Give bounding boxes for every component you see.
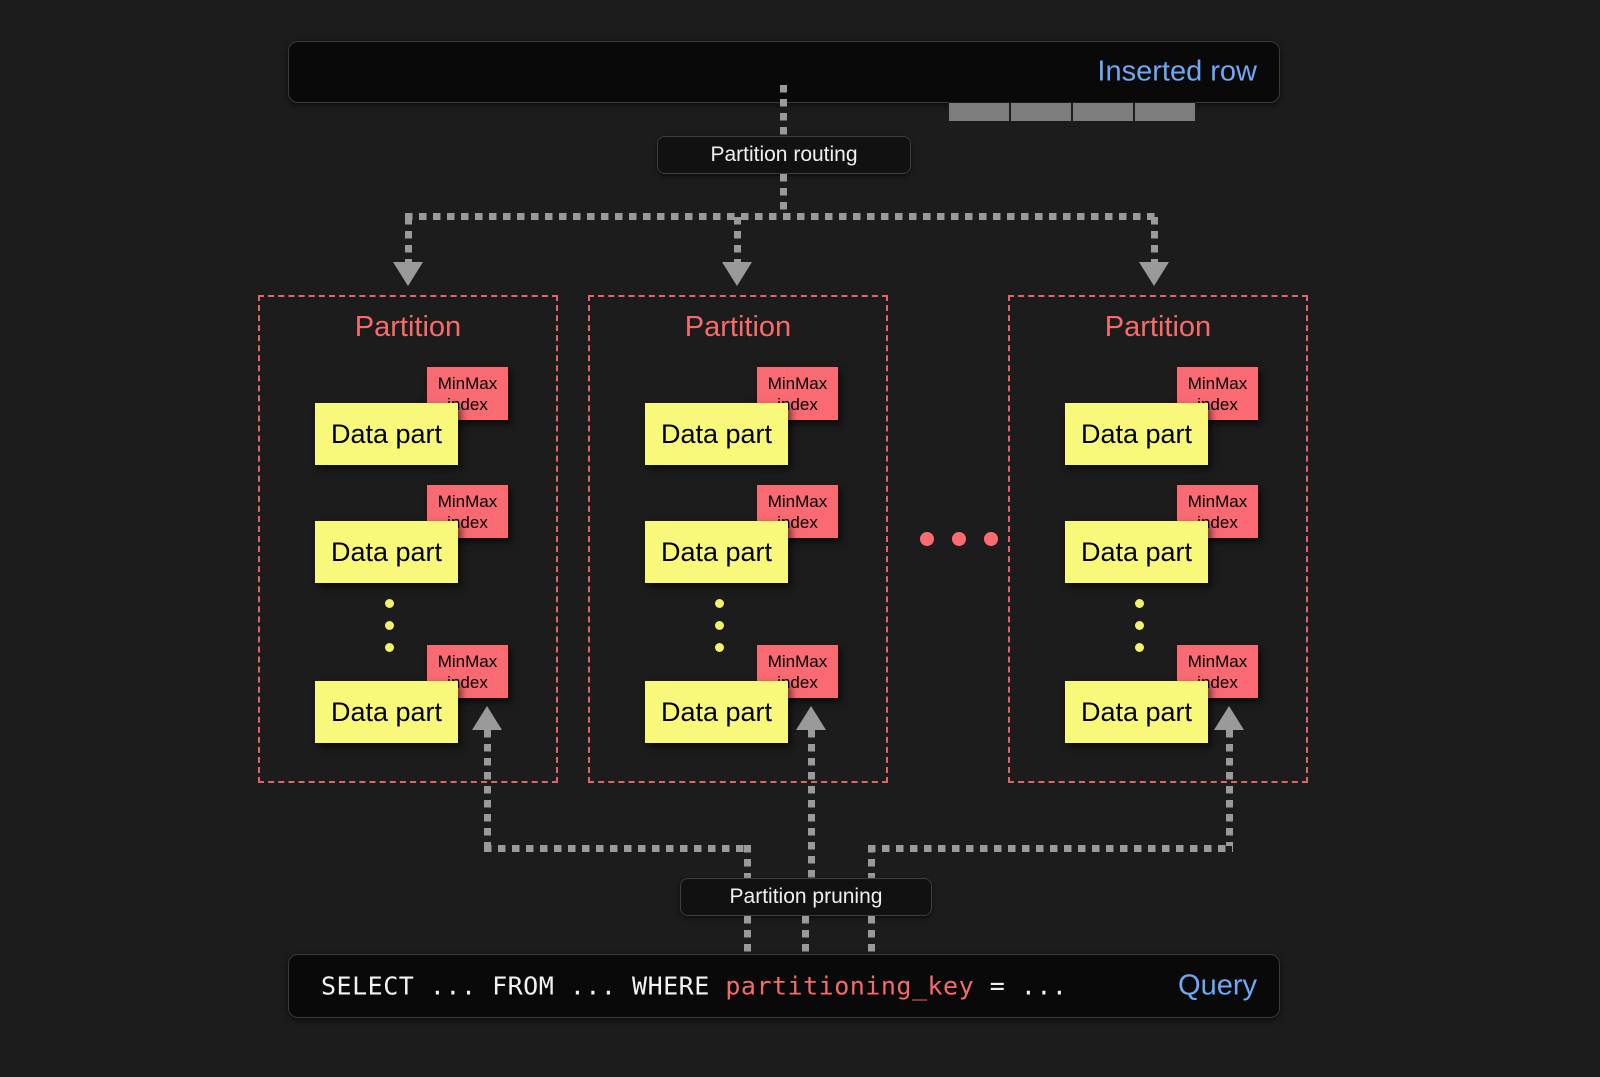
- connector-partition-1-up: [808, 730, 815, 878]
- connector-partition-2-bus: [868, 845, 1233, 852]
- data-part-box: Data part: [315, 681, 458, 743]
- data-part-box: Data part: [315, 403, 458, 465]
- connector-routing-branch-0: [405, 217, 412, 265]
- connector-partition-0-bus: [484, 845, 750, 852]
- data-part-group: MinMax index Data part: [315, 485, 530, 585]
- connector-bus-left-drop: [744, 845, 751, 878]
- partition-title: Partition: [1104, 311, 1212, 343]
- connector-routing-down: [780, 174, 787, 214]
- connector-partition-0-up: [484, 730, 491, 846]
- data-part-box: Data part: [645, 521, 788, 583]
- query-suffix: = ...: [974, 971, 1068, 1001]
- connector-bus-right-drop: [868, 845, 875, 878]
- data-part-box: Data part: [1065, 403, 1208, 465]
- partition-1: Partition MinMax index Data part MinMax …: [588, 295, 888, 783]
- arrow-out-partition-1: [796, 706, 826, 730]
- connector-routing-branch-1: [734, 217, 741, 265]
- query-prefix: SELECT ... FROM ... WHERE: [321, 971, 726, 1001]
- row-cell: [948, 102, 1010, 122]
- query-label: Query: [1178, 969, 1257, 1002]
- arrow-into-partition-2: [1139, 262, 1169, 286]
- partition-pruning-box: Partition pruning: [680, 878, 932, 916]
- partition-routing-box: Partition routing: [657, 136, 911, 174]
- data-part-ellipsis: [385, 599, 395, 665]
- connector-partition-2-up: [1226, 730, 1233, 846]
- data-part-group: MinMax index Data part: [645, 367, 860, 467]
- data-part-ellipsis: [715, 599, 725, 665]
- data-part-box: Data part: [1065, 521, 1208, 583]
- row-cell: [1134, 102, 1196, 122]
- query-text: SELECT ... FROM ... WHERE partitioning_k…: [321, 972, 1067, 1001]
- inserted-row-label: Inserted row: [1097, 55, 1257, 88]
- data-part-group: MinMax index Data part: [645, 485, 860, 585]
- partition-0: Partition MinMax index Data part MinMax …: [258, 295, 558, 783]
- partition-title: Partition: [684, 311, 792, 343]
- connector-pruning-to-query-2: [868, 916, 875, 954]
- data-part-box: Data part: [1065, 681, 1208, 743]
- connector-row-to-routing: [780, 85, 787, 136]
- data-part-ellipsis: [1135, 599, 1145, 665]
- data-part-group: MinMax index Data part: [315, 645, 530, 745]
- partition-2: Partition MinMax index Data part MinMax …: [1008, 295, 1308, 783]
- arrow-into-partition-0: [393, 262, 423, 286]
- connector-pruning-to-query-1: [802, 916, 809, 954]
- data-part-box: Data part: [645, 681, 788, 743]
- connector-routing-bus: [405, 213, 1157, 220]
- data-part-group: MinMax index Data part: [1065, 645, 1280, 745]
- arrow-out-partition-2: [1214, 706, 1244, 730]
- row-cell: [1072, 102, 1134, 122]
- connector-routing-branch-2: [1151, 217, 1158, 265]
- data-part-group: MinMax index Data part: [1065, 367, 1280, 467]
- data-part-box: Data part: [645, 403, 788, 465]
- arrow-out-partition-0: [472, 706, 502, 730]
- partition-list-ellipsis: [920, 532, 998, 546]
- data-part-group: MinMax index Data part: [645, 645, 860, 745]
- partition-pruning-label: Partition pruning: [729, 885, 883, 908]
- connector-pruning-to-query-0: [744, 916, 751, 954]
- data-part-group: MinMax index Data part: [315, 367, 530, 467]
- query-bar: SELECT ... FROM ... WHERE partitioning_k…: [288, 954, 1280, 1018]
- query-column: partitioning_key: [725, 971, 975, 1001]
- data-part-group: MinMax index Data part: [1065, 485, 1280, 585]
- partition-routing-label: Partition routing: [710, 143, 858, 166]
- data-part-box: Data part: [315, 521, 458, 583]
- inserted-row-cells: [948, 102, 1196, 122]
- arrow-into-partition-1: [722, 262, 752, 286]
- partition-title: Partition: [354, 311, 462, 343]
- row-cell: [1010, 102, 1072, 122]
